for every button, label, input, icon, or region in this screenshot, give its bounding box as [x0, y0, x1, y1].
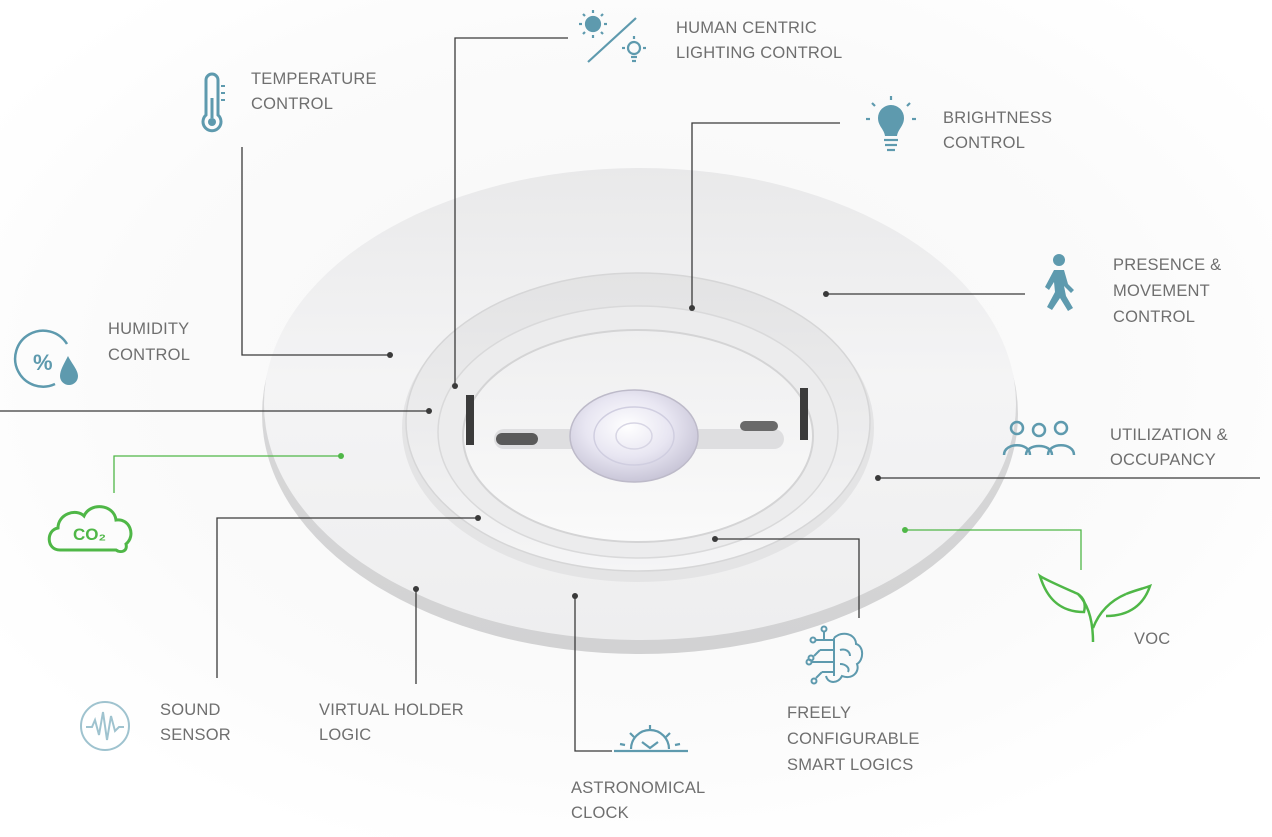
walking-person-icon [1045, 254, 1074, 311]
thermometer-icon [201, 72, 225, 133]
label-temperature-line2: CONTROL [251, 95, 334, 113]
label-smart-logics-line3: SMART LOGICS [787, 756, 914, 774]
leaves-icon [1037, 573, 1153, 643]
sun-bulb-icon [579, 10, 646, 63]
label-brightness: BRIGHTNESS CONTROL [943, 106, 1052, 156]
label-human-centric-line1: HUMAN CENTRIC [676, 19, 818, 37]
leader-astronomical [574, 596, 612, 752]
label-virtual-holder: VIRTUAL HOLDER LOGIC [319, 698, 464, 748]
dot-co2 [338, 453, 344, 459]
leader-temperature [241, 147, 389, 356]
leader-lines [0, 37, 1260, 752]
leader-sound [216, 517, 477, 678]
label-human-centric-line2: LIGHTING CONTROL [676, 44, 843, 62]
pir-lens-facets [593, 406, 675, 466]
sunrise-icon [614, 725, 688, 753]
lens-bar-right-dark [740, 421, 778, 431]
label-humidity: HUMIDITY CONTROL [108, 316, 190, 368]
label-smart-logics: FREELY CONFIGURABLE SMART LOGICS [787, 700, 920, 778]
left-slot [466, 395, 474, 445]
pir-lens [569, 389, 699, 483]
dot-smart-logics [712, 536, 718, 542]
label-temperature: TEMPERATURE CONTROL [251, 67, 377, 117]
label-sound: SOUND SENSOR [160, 698, 231, 748]
label-utilization: UTILIZATION & OCCUPANCY [1110, 423, 1228, 473]
label-astronomical: ASTRONOMICAL CLOCK [571, 776, 705, 826]
svg-text:%: % [33, 350, 53, 375]
label-smart-logics-line2: CONFIGURABLE [787, 730, 920, 748]
sound-wave-icon [80, 701, 130, 751]
label-voc: VOC [1134, 627, 1170, 652]
label-virtual-holder-line2: LOGIC [319, 726, 372, 744]
people-group-icon [1002, 420, 1076, 456]
lightbulb-icon [866, 96, 916, 152]
dot-virtual-holder [413, 586, 419, 592]
leader-human-centric [454, 37, 568, 385]
leader-co2 [113, 455, 340, 493]
dot-astronomical [572, 593, 578, 599]
dot-voc [902, 527, 908, 533]
label-virtual-holder-line1: VIRTUAL HOLDER [319, 701, 464, 719]
dot-brightness [689, 305, 695, 311]
label-voc-line1: VOC [1134, 630, 1171, 648]
dot-humidity [426, 408, 432, 414]
leader-brightness [691, 122, 840, 308]
dot-temperature [387, 352, 393, 358]
label-humidity-line2: CONTROL [108, 346, 191, 364]
dot-presence [823, 291, 829, 297]
lens-bar-left-dark [496, 433, 538, 445]
label-sound-line2: SENSOR [160, 726, 231, 744]
label-brightness-line1: BRIGHTNESS [943, 109, 1053, 127]
dot-utilization [875, 475, 881, 481]
label-astronomical-line2: CLOCK [571, 804, 629, 822]
label-utilization-line1: UTILIZATION & [1110, 426, 1228, 444]
leader-dots [338, 291, 908, 599]
label-brightness-line2: CONTROL [943, 134, 1026, 152]
right-slot [800, 388, 808, 440]
label-utilization-line2: OCCUPANCY [1110, 451, 1217, 469]
label-astronomical-line1: ASTRONOMICAL [571, 779, 706, 797]
co2-icon-text: CO₂ [73, 525, 106, 544]
dot-sound [475, 515, 481, 521]
label-presence-line3: CONTROL [1113, 308, 1196, 326]
label-human-centric: HUMAN CENTRIC LIGHTING CONTROL [676, 16, 842, 66]
label-presence-line2: MOVEMENT [1113, 282, 1210, 300]
brain-circuit-icon [805, 625, 864, 685]
leader-smart-logics [715, 538, 860, 618]
label-sound-line1: SOUND [160, 701, 221, 719]
dot-human-centric [452, 383, 458, 389]
label-temperature-line1: TEMPERATURE [251, 70, 377, 88]
leader-voc [905, 529, 1082, 570]
label-presence-line1: PRESENCE & [1113, 256, 1222, 274]
humidity-icon: % [13, 329, 78, 388]
co2-cloud-icon: CO₂ [47, 505, 133, 554]
label-humidity-line1: HUMIDITY [108, 320, 190, 338]
pir-lens-center [615, 422, 653, 450]
label-smart-logics-line1: FREELY [787, 704, 852, 722]
label-presence: PRESENCE & MOVEMENT CONTROL [1113, 252, 1221, 330]
